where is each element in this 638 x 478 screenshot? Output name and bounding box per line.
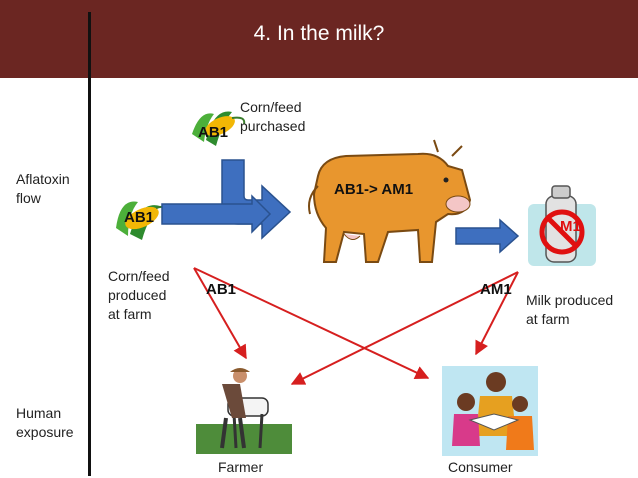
slide-title: 4. In the milk? bbox=[253, 22, 385, 45]
aflatoxin-flow-line2: flow bbox=[16, 190, 41, 206]
arrow-corn-to-farmer bbox=[193, 267, 247, 360]
milk-caption: Milk produced at farm bbox=[526, 291, 613, 329]
aflatoxin-flow-label: Aflatoxin flow bbox=[16, 170, 70, 208]
corn-farm-caption-line1: Corn/feed bbox=[108, 268, 170, 284]
aflatoxin-flow-line1: Aflatoxin bbox=[16, 171, 70, 187]
consumer-icon bbox=[442, 366, 538, 456]
corn-purchased-caption: Corn/feed purchased bbox=[240, 98, 305, 136]
arrow-milk-to-farmer bbox=[290, 271, 519, 385]
farmer-icon bbox=[196, 368, 292, 454]
edge-label-ab1: AB1 bbox=[206, 281, 237, 298]
corn-farm-caption-line3: at farm bbox=[108, 306, 152, 322]
milk-flow-arrow bbox=[455, 218, 520, 254]
corn-farm-caption-line2: produced bbox=[108, 287, 167, 303]
cow-icon bbox=[308, 139, 472, 263]
corn-purchased-caption-line1: Corn/feed bbox=[240, 99, 302, 115]
corn-purchased-icon bbox=[192, 111, 246, 146]
corn-farm-tag: AB1 bbox=[124, 209, 155, 226]
cow-conversion-tag: AB1-> AM1 bbox=[334, 181, 414, 198]
corn-purchased-caption-line2: purchased bbox=[240, 118, 306, 134]
edge-label-am1: AM1 bbox=[480, 281, 512, 298]
milk-caption-line1: Milk produced bbox=[526, 292, 614, 308]
human-exposure-line2: exposure bbox=[16, 424, 74, 440]
human-exposure-label: Human exposure bbox=[16, 404, 74, 442]
prohibited-icon bbox=[539, 209, 585, 255]
farm-feed-arrow bbox=[161, 194, 272, 234]
vertical-divider bbox=[88, 12, 91, 476]
human-exposure-line1: Human bbox=[16, 405, 62, 421]
farmer-caption: Farmer bbox=[218, 459, 264, 475]
corn-purchased-tag: AB1 bbox=[198, 124, 229, 141]
consumer-caption: Consumer bbox=[448, 459, 513, 475]
arrow-milk-to-consumer bbox=[475, 271, 519, 356]
milk-caption-line2: at farm bbox=[526, 311, 570, 327]
corn-farm-caption: Corn/feed produced at farm bbox=[108, 267, 169, 324]
corn-farm-icon bbox=[116, 201, 168, 240]
title-bar: 4. In the milk? bbox=[0, 0, 638, 78]
milk-tag: M1 bbox=[560, 218, 581, 235]
arrow-corn-to-consumer bbox=[193, 267, 430, 379]
